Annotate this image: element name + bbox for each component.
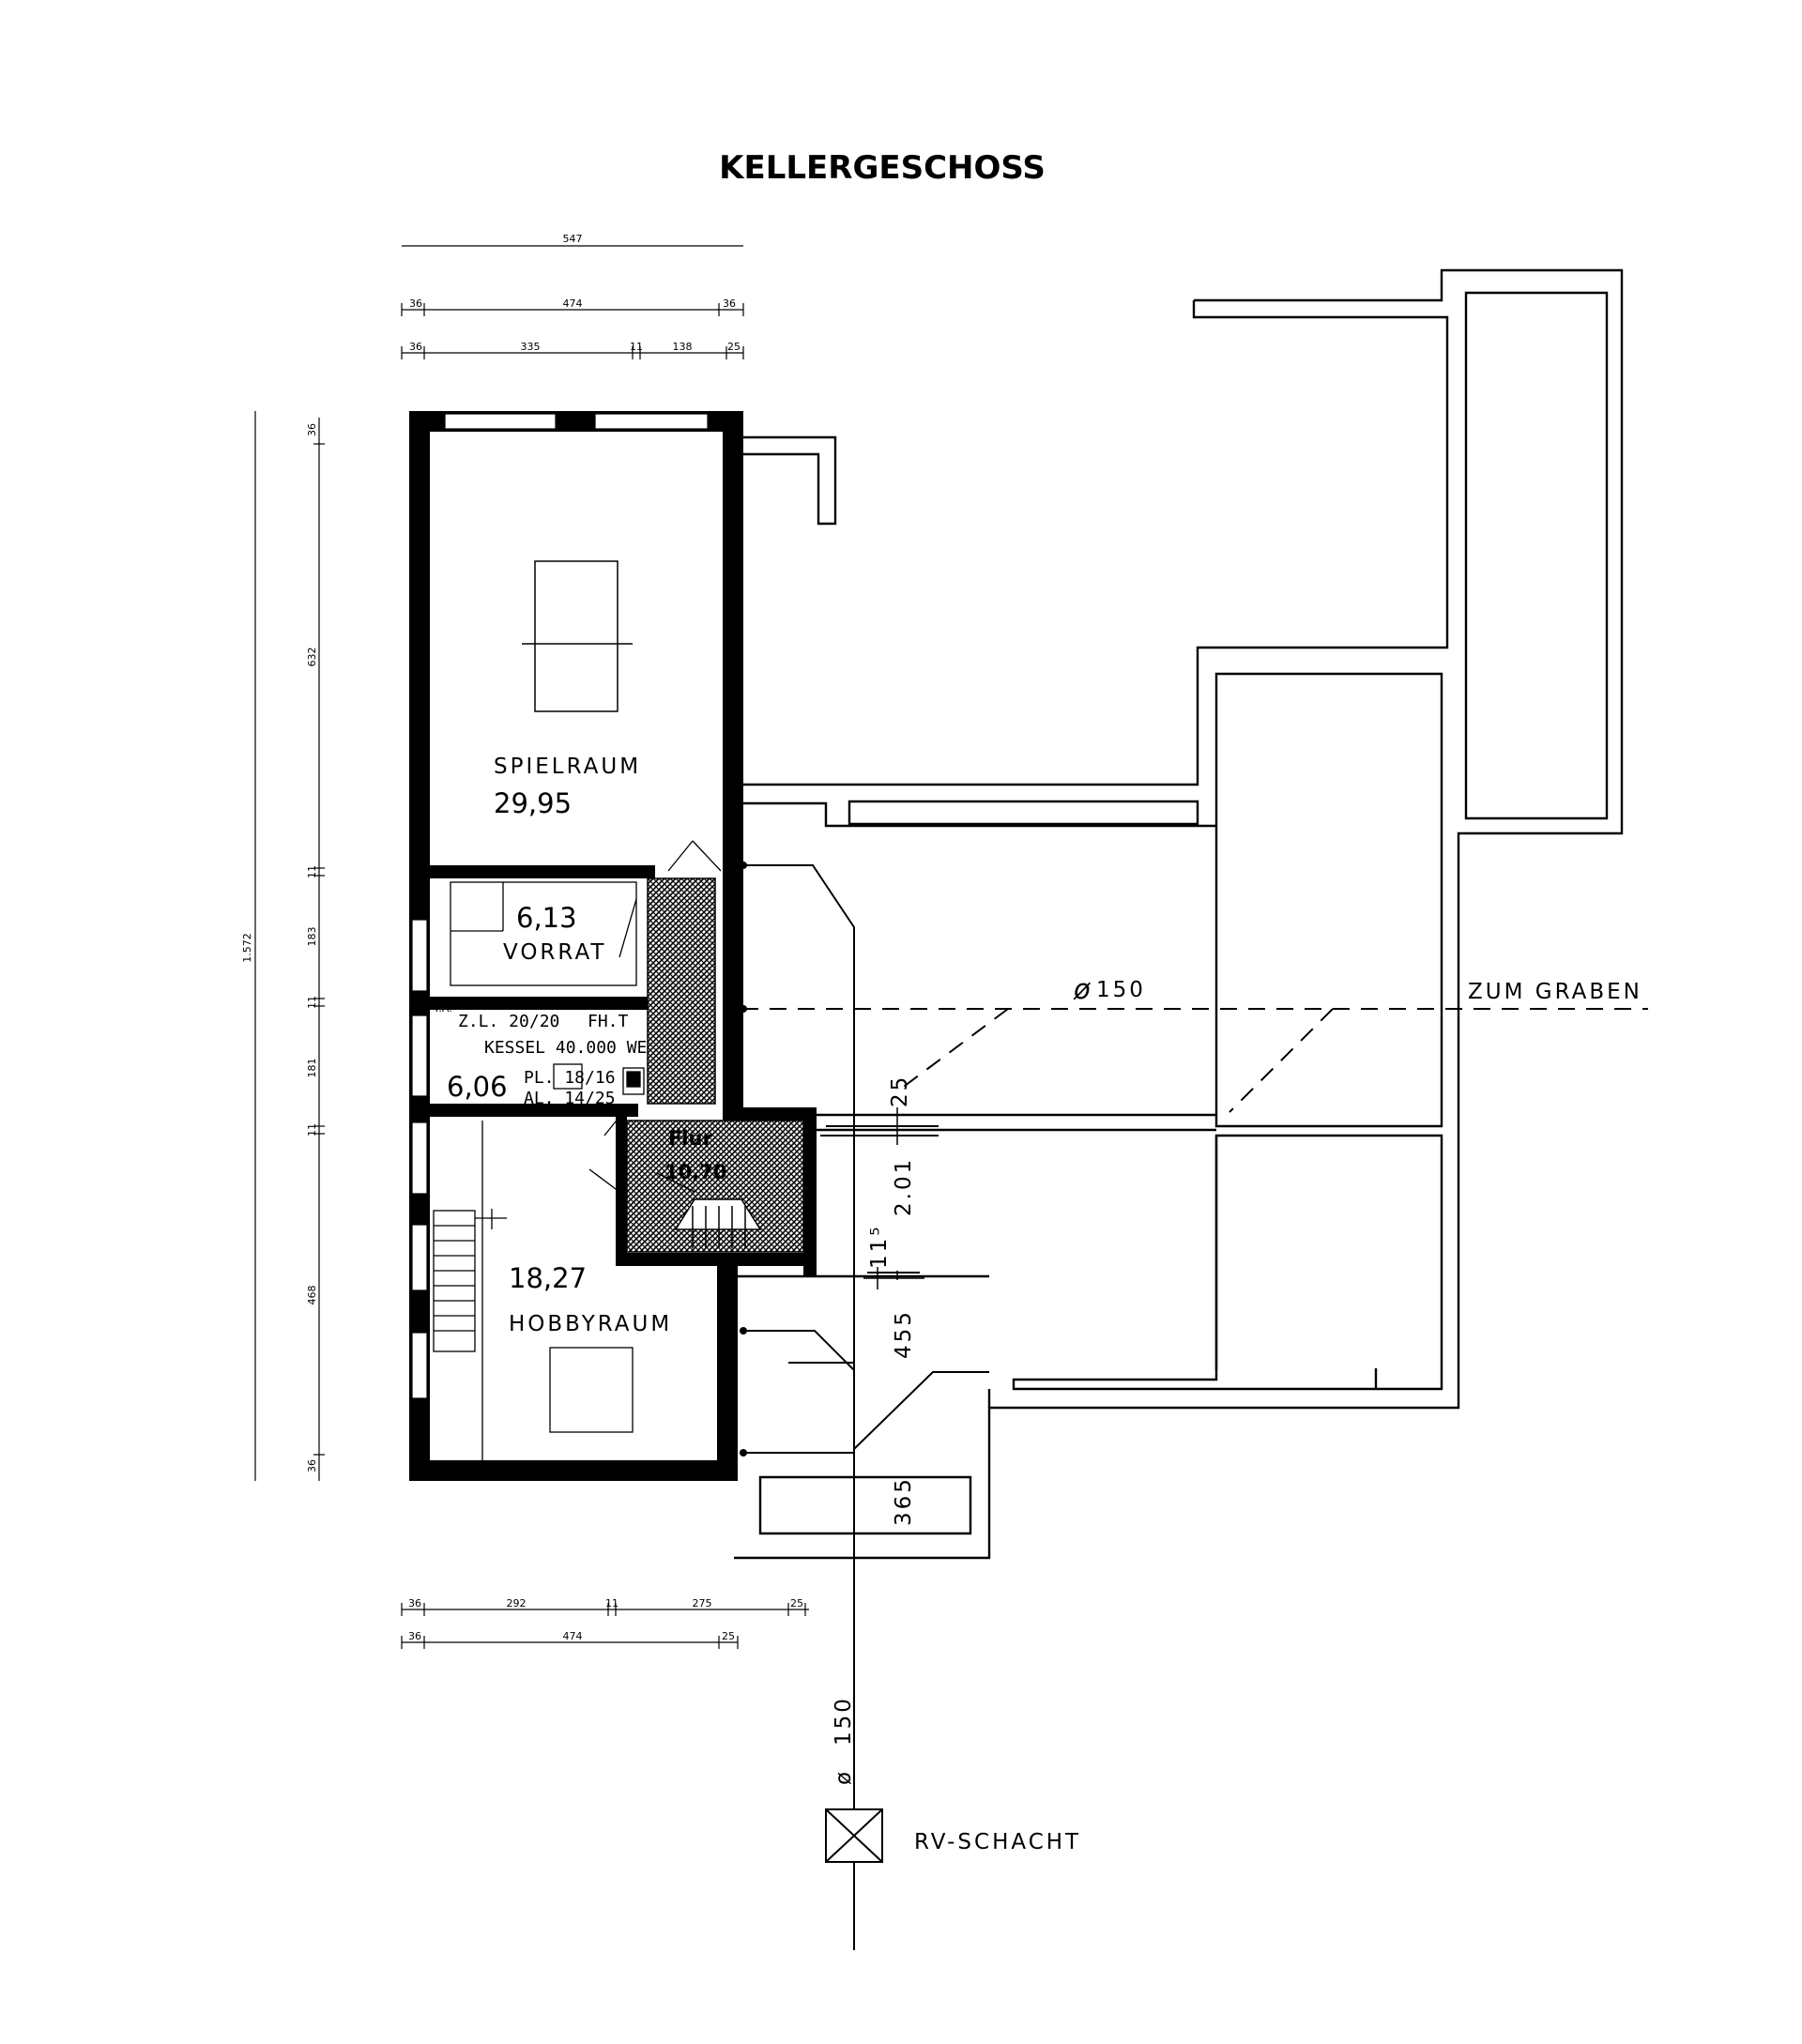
pipe-dim-marks (863, 1107, 924, 1289)
dim-bottom-r1-c: 11 (605, 1597, 618, 1609)
pipe-diameter-symbol-top: ø (1073, 973, 1092, 1005)
vorrat-shelves (450, 881, 637, 986)
room-area-heizraum: 6,06 (447, 1071, 508, 1103)
drain-lines (741, 864, 989, 1950)
dim-left-seg-5: 11 (306, 996, 318, 1009)
table-tennis (522, 560, 633, 712)
dim-top-r2-c: 36 (723, 297, 736, 310)
rv-schacht-symbol (825, 1808, 883, 1863)
pipe-diameter-symbol-bottom: ø (832, 1769, 856, 1785)
heizraum-note-zl: Z.L. 20/20 (458, 1012, 559, 1031)
pipe-dim-115: 11⁵ (867, 1225, 892, 1270)
windows (411, 413, 709, 1399)
heizraum-note-fh: FH.T (588, 1012, 629, 1031)
stair-flur (656, 1172, 762, 1248)
heizraum-tag: T.A. (433, 1002, 452, 1014)
dim-left-total: 1.572 (241, 933, 253, 963)
dim-left-seg-2: 632 (306, 648, 318, 667)
heizraum-note-pl: PL. 18/16 (524, 1068, 616, 1088)
door-swings (588, 840, 722, 1193)
dim-top-r3-d: 138 (673, 341, 693, 353)
room-name-hobbyraum: HOBBYRAUM (509, 1312, 672, 1336)
dimension-chain-bottom (401, 1603, 809, 1649)
dim-bottom-r2-a: 36 (408, 1630, 421, 1642)
dim-top-total: 547 (563, 233, 583, 245)
boiler-unit (553, 1063, 645, 1095)
heizraum-note-al: AL. 14/25 (524, 1089, 616, 1108)
pipe-diameter-bottom: 150 (832, 1696, 856, 1746)
pipe-dashed (741, 1008, 1648, 1113)
dimension-chain-top (401, 245, 744, 359)
rv-schacht-label: RV-SCHACHT (914, 1830, 1081, 1854)
pipe-dim-201: 2.01 (892, 1157, 916, 1216)
room-name-flur: Flur (668, 1127, 712, 1150)
dim-top-r3-c: 11 (630, 341, 643, 353)
dim-bottom-r1-e: 25 (790, 1597, 803, 1609)
room-area-hobbyraum: 18,27 (509, 1262, 587, 1294)
dim-left-seg-7: 11 (306, 1123, 318, 1136)
room-name-spielraum: SPIELRAUM (494, 755, 641, 779)
dim-bottom-r2-c: 25 (722, 1630, 735, 1642)
room-area-flur: 10,70 (664, 1161, 726, 1183)
dim-bottom-r1-a: 36 (408, 1597, 421, 1609)
pipe-dim-25: 25 (888, 1075, 912, 1107)
dim-top-r2-b: 474 (563, 297, 583, 310)
dim-left-seg-1: 36 (306, 423, 318, 436)
dim-left-seg-9: 36 (306, 1459, 318, 1472)
dim-top-r3-a: 36 (409, 341, 422, 353)
dim-left-seg-8: 468 (306, 1286, 318, 1305)
dim-bottom-r1-d: 275 (693, 1597, 712, 1609)
pipe-dim-365: 365 (892, 1476, 916, 1526)
chimney-shaft (647, 877, 716, 1105)
flur-hatch (626, 1120, 804, 1253)
hobby-stair (433, 1121, 634, 1460)
pipe-to-graben: ZUM GRABEN (1468, 980, 1642, 1004)
room-area-spielraum: 29,95 (494, 787, 572, 819)
dim-bottom-r2-b: 474 (563, 1630, 583, 1642)
dim-left-seg-4: 183 (306, 927, 318, 947)
dim-top-r2-a: 36 (409, 297, 422, 310)
plan-title: KELLERGESCHOSS (719, 149, 1046, 187)
dimension-chain-left (254, 411, 325, 1481)
exterior-outline (734, 268, 1624, 1560)
room-name-vorrat: VORRAT (503, 940, 606, 965)
dim-left-seg-3: 11 (306, 865, 318, 878)
pipe-diameter-top: 150 (1096, 978, 1146, 1002)
dim-top-r3-e: 25 (727, 341, 741, 353)
drain-arrows (740, 862, 747, 1457)
heizraum-note-kessel: KESSEL 40.000 WE (484, 1038, 647, 1058)
dim-left-seg-6: 181 (306, 1059, 318, 1078)
room-area-vorrat: 6,13 (516, 902, 577, 934)
dim-top-r3-b: 335 (521, 341, 541, 353)
pipe-dim-455: 455 (892, 1309, 916, 1359)
dim-bottom-r1-b: 292 (507, 1597, 527, 1609)
